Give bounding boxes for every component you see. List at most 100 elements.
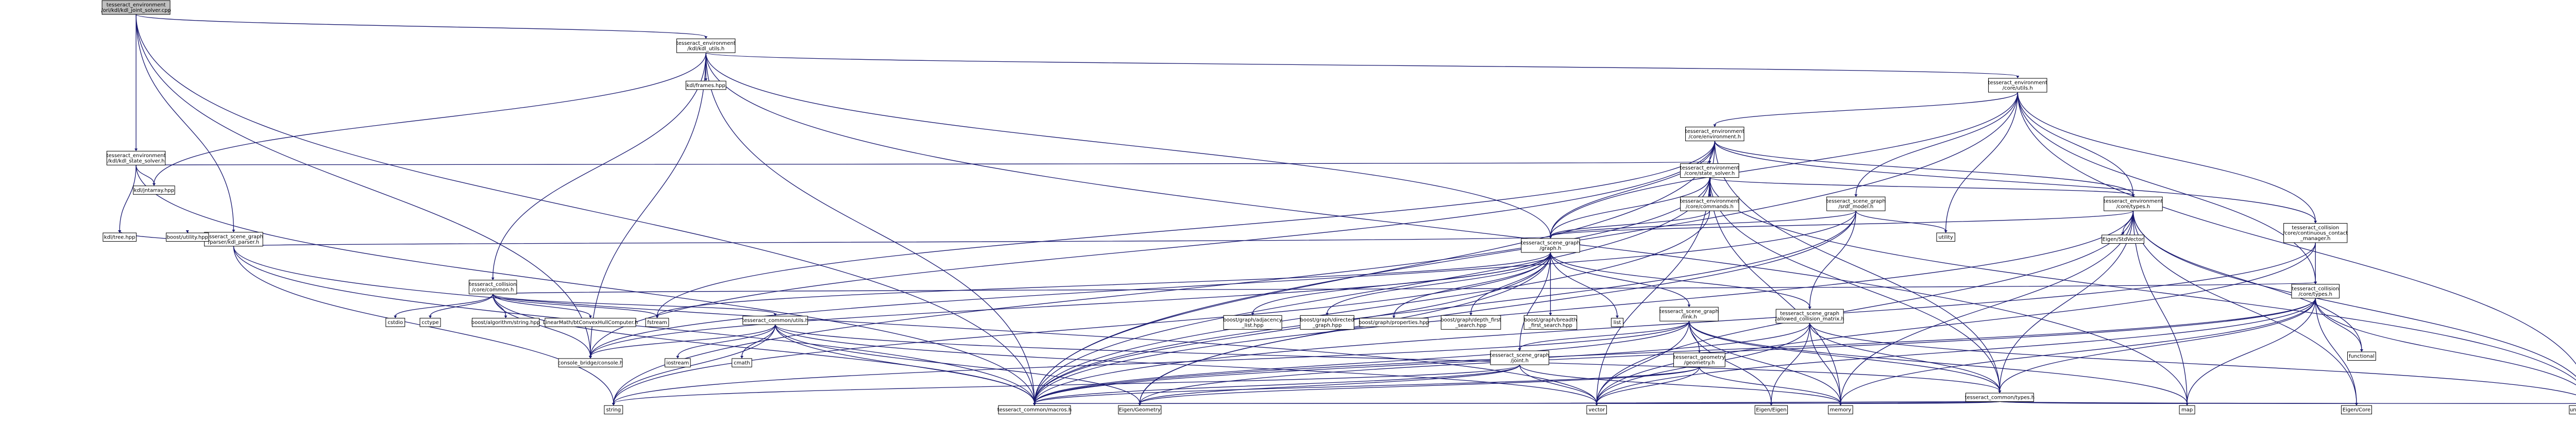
node-unordered_map[interactable]: unordered_map xyxy=(2569,405,2576,415)
node-geometry_geometry[interactable]: tesseract_geometry/geometry.h xyxy=(1673,352,1725,367)
node-common_macros[interactable]: tesseract_common/macros.h xyxy=(997,405,1072,415)
edge-arrowhead xyxy=(134,148,138,151)
node-eigen_geometry[interactable]: Eigen/Geometry xyxy=(1118,405,1162,415)
node-box xyxy=(133,185,175,195)
node-label: Eigen/Eigen xyxy=(1756,408,1786,413)
node-env_core_environment[interactable]: tesseract_environment/core/environment.h xyxy=(1685,127,1744,142)
node-scene_graph_graph[interactable]: tesseract_scene_graph/graph.h xyxy=(1521,238,1580,253)
node-box xyxy=(2283,223,2348,243)
node-label: tesseract_common/types.h xyxy=(1965,395,2035,400)
node-sg_link[interactable]: tesseract_scene_graph/link.h xyxy=(1659,307,1719,321)
node-bg_adjacency[interactable]: boost/graph/adjacency_list.hpp xyxy=(1223,315,1282,330)
node-label: _list.hpp xyxy=(1242,323,1264,328)
edge-kdl_utils-to-env_core_utils xyxy=(705,52,2018,77)
edge-env_core_types-to-common_types xyxy=(1999,211,2134,391)
node-label: list xyxy=(1614,320,1621,326)
edge-scene_graph_graph-to-fstream xyxy=(656,252,1551,316)
node-env_core_utils[interactable]: tesseract_environment/core/utils.h xyxy=(1988,78,2047,93)
node-label: memory xyxy=(1830,408,1852,413)
node-box xyxy=(545,318,636,327)
edge-scene_graph_graph-to-list xyxy=(1550,252,1618,316)
node-env_commands[interactable]: tesseract_environment/core/commands.h xyxy=(1680,196,1739,211)
node-list[interactable]: list xyxy=(1611,318,1624,327)
edge-arrowhead xyxy=(1808,307,1811,310)
edge-scene_graph_graph-to-common_macros xyxy=(1034,252,1551,404)
node-vector[interactable]: vector xyxy=(1586,405,1607,415)
node-collision_contact_manager[interactable]: tesseract_collision/core/continuous_cont… xyxy=(2283,223,2348,243)
node-string[interactable]: string xyxy=(604,405,623,415)
node-collision_types[interactable]: tesseract_collision/core/types.h xyxy=(2291,284,2340,299)
edge-sg_link-to-memory xyxy=(1688,321,1841,404)
edge-env_state_solver-to-common_types xyxy=(1709,177,2001,391)
node-cctype[interactable]: cctype xyxy=(419,318,441,327)
node-sg_acm[interactable]: tesseract_scene_graph/allowed_collision_… xyxy=(1775,309,1844,324)
edge-sg_joint-to-eigen_geometry xyxy=(1139,364,1520,404)
node-label: string xyxy=(606,408,621,413)
node-kdl_jntarray[interactable]: kdl/jntarray.hpp xyxy=(133,185,175,195)
node-layer: tesseract_environment/ori/kdl/kdl_joint_… xyxy=(101,0,2576,415)
node-env_state_solver[interactable]: tesseract_environment/core/state_solver.… xyxy=(1680,163,1739,178)
edge-arrowhead xyxy=(185,230,189,233)
edge-sg_joint-to-memory xyxy=(1519,364,1841,404)
node-kdl_frames[interactable]: kdl/frames.hpp xyxy=(685,80,726,90)
edge-collision_contact_manager-to-vector xyxy=(1596,242,2316,404)
node-bg_directed[interactable]: boost/graph/directed_graph.hpp xyxy=(1300,315,1354,330)
node-bg_dfs[interactable]: boost/graph/depth_first_search.hpp xyxy=(1440,315,1501,330)
edge-layer xyxy=(118,14,2576,406)
node-label: /core/types.h xyxy=(2116,204,2150,210)
edge-common_utils-to-vector xyxy=(775,325,1597,404)
node-cmath[interactable]: cmath xyxy=(732,358,752,367)
node-bg_bfs[interactable]: boost/graph/breadth_first_search.hpp xyxy=(1523,315,1578,330)
node-label: /kdl/kdl_state_solver.h xyxy=(108,158,165,164)
node-kdl_parser[interactable]: tesseract_scene_graph/parser/kdl_parser.… xyxy=(204,232,263,247)
edge-arrowhead xyxy=(1595,403,1599,406)
node-eigen_eigen[interactable]: Eigen/Eigen xyxy=(1754,405,1788,415)
edge-arrowhead xyxy=(1325,313,1329,316)
node-linearmath[interactable]: LinearMath/btConvexHullComputer.h xyxy=(543,318,638,327)
node-boost_string[interactable]: boost/algorithm/string.hpp xyxy=(471,318,540,327)
node-map[interactable]: map xyxy=(2179,405,2195,415)
edge-env_core_types-to-scene_graph_graph xyxy=(1550,210,2134,237)
edge-kdl_utils-to-scene_graph_graph xyxy=(705,53,1551,236)
edge-scene_graph_graph-to-sg_link xyxy=(1550,252,1690,306)
node-box xyxy=(998,405,1071,415)
node-fstream[interactable]: fstream xyxy=(645,318,669,327)
node-collision_common[interactable]: tesseract_collision/core/common.h xyxy=(468,280,517,295)
node-functional[interactable]: functional xyxy=(2347,351,2376,361)
node-common_utils[interactable]: tesseract_common/utils.h xyxy=(742,316,808,325)
node-label: tesseract_common/utils.h xyxy=(742,318,808,324)
node-env_core_types[interactable]: tesseract_environment/core/types.h xyxy=(2104,196,2163,211)
node-kdl_utils[interactable]: tesseract_environment/kdl/kdl_utils.h xyxy=(676,38,736,53)
node-cstdio[interactable]: cstdio xyxy=(385,318,405,327)
edge-arrowhead xyxy=(1998,390,2002,393)
node-label: Eigen/Core xyxy=(2343,408,2370,413)
node-box xyxy=(1223,315,1282,330)
node-eigen_core[interactable]: Eigen/Core xyxy=(2341,405,2372,415)
node-utility[interactable]: utility xyxy=(1936,232,1956,242)
edge-env_core_utils-to-collision_contact_manager xyxy=(2017,92,2316,222)
node-memory[interactable]: memory xyxy=(1828,405,1853,415)
node-box xyxy=(2104,196,2163,211)
node-eigen_stdvector[interactable]: Eigen/StdVector xyxy=(2102,234,2144,244)
node-bg_properties[interactable]: boost/graph/properties.hpp xyxy=(1359,318,1429,327)
node-common_types[interactable]: tesseract_common/types.h xyxy=(1965,393,2035,402)
edge-collision_types-to-vector xyxy=(1596,298,2316,404)
node-boost_utility[interactable]: boost/utility.hpp xyxy=(166,232,209,242)
node-kdl_tree[interactable]: kdl/tree.hpp xyxy=(103,232,137,242)
edge-common_utils-to-iostream xyxy=(677,324,776,357)
node-sg_joint[interactable]: tesseract_scene_graph/joint.h xyxy=(1490,350,1549,365)
node-console_bridge[interactable]: console_bridge/console.h xyxy=(558,358,623,367)
node-box xyxy=(204,232,263,247)
node-srdf_model[interactable]: tesseract_scene_graph/srdf_model.h xyxy=(1826,196,1886,211)
edge-env_core_types-to-vector xyxy=(1596,211,2134,404)
edge-arrowhead xyxy=(2016,76,2020,79)
node-box xyxy=(665,358,691,367)
node-root[interactable]: tesseract_environment/ori/kdl/kdl_joint_… xyxy=(101,0,171,15)
edge-geometry_geometry-to-common_macros xyxy=(1034,366,1700,404)
edge-arrowhead xyxy=(2314,281,2317,284)
edge-arrowhead xyxy=(1615,315,1619,318)
edge-kdl_utils-to-collision_common xyxy=(492,53,706,278)
edge-arrowhead xyxy=(1713,124,1717,127)
node-kdl_state_solver[interactable]: tesseract_environment/kdl/kdl_state_solv… xyxy=(107,150,166,165)
node-iostream[interactable]: iostream xyxy=(665,358,691,367)
